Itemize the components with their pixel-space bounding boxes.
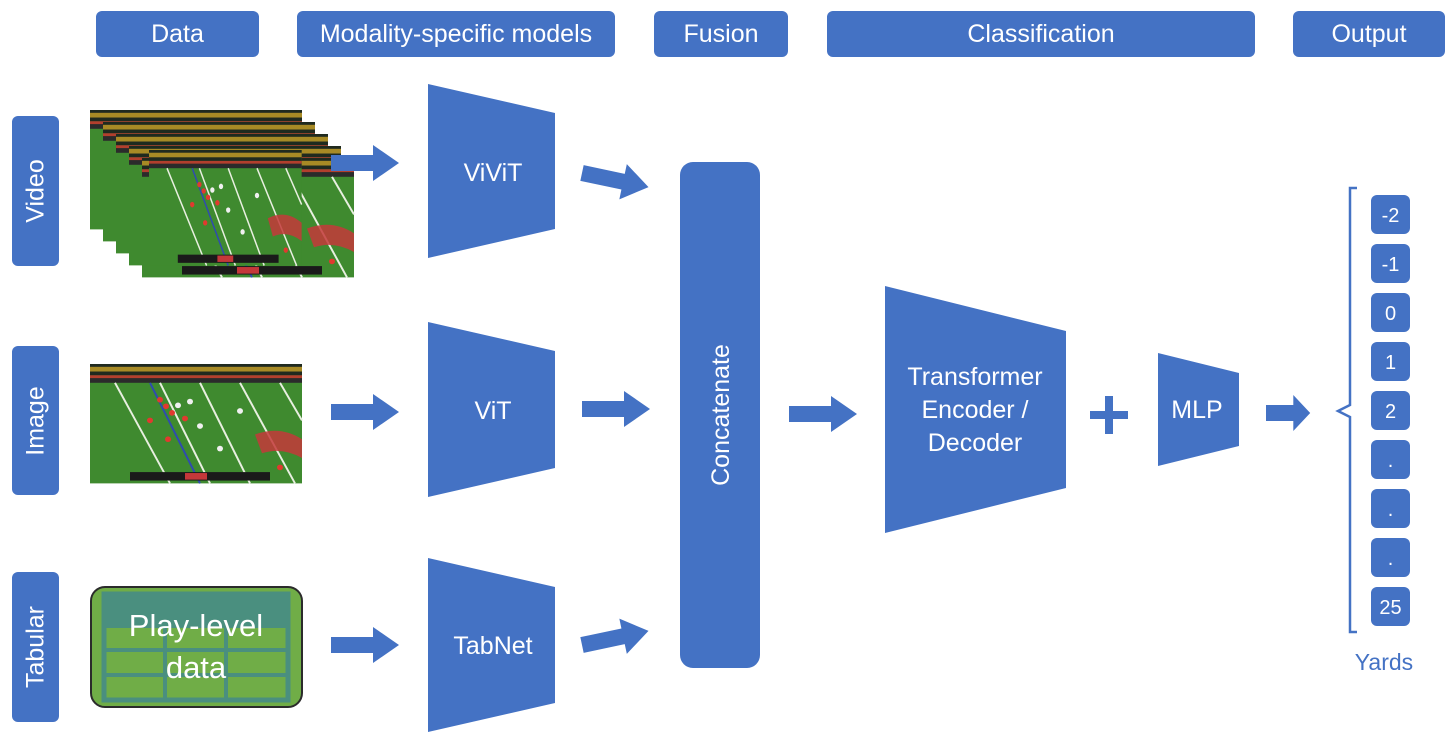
- transformer-block: [885, 286, 1066, 533]
- output-class-label: 25: [1379, 597, 1401, 619]
- transformer-label-line2: Encoder /: [921, 396, 1028, 424]
- tabular-data-table: Play-level data: [90, 586, 303, 708]
- arrow-vivit-to-fusion: [578, 155, 653, 205]
- output-class-label: -2: [1382, 205, 1400, 227]
- output-class-label: 2: [1385, 401, 1396, 423]
- vivit-label: ViViT: [464, 159, 523, 187]
- arrow-fusion-to-transformer: [789, 396, 857, 432]
- header-fusion: Fusion: [654, 11, 788, 57]
- tabular-data-line1: Play-level: [129, 608, 263, 643]
- mlp-block: [1158, 353, 1239, 466]
- row-label-tabular: Tabular: [12, 572, 59, 722]
- output-class-label: .: [1388, 499, 1394, 521]
- output-class-box: [1371, 587, 1410, 626]
- arrow-tabnet-to-fusion: [578, 613, 653, 663]
- tabular-data-line2: data: [166, 650, 227, 685]
- output-class-box: [1371, 195, 1410, 234]
- transformer-label-line1: Transformer: [907, 363, 1042, 391]
- output-class-box: [1371, 489, 1410, 528]
- output-class-label: 0: [1385, 303, 1396, 325]
- arrow-image-to-vit: [331, 394, 399, 430]
- header-classification: Classification: [827, 11, 1255, 57]
- header-data: Data: [96, 11, 259, 57]
- row-label-video: Video: [12, 116, 59, 266]
- output-brace: [1335, 186, 1357, 634]
- concatenate-label: Concatenate: [707, 344, 735, 486]
- output-class-box: [1371, 391, 1410, 430]
- row-label-image: Image: [12, 346, 59, 495]
- arrow-vit-to-fusion: [582, 391, 650, 427]
- mlp-label: MLP: [1171, 396, 1222, 424]
- header-output: Output: [1293, 11, 1445, 57]
- output-class-box: [1371, 342, 1410, 381]
- vit-block: [428, 322, 555, 497]
- output-class-list: -2 -1 0 1 2... 25: [1371, 195, 1410, 626]
- output-class-label: .: [1388, 450, 1394, 472]
- video-frame-front: [148, 149, 303, 267]
- vivit-block: [428, 84, 555, 258]
- output-class-box: [1371, 293, 1410, 332]
- output-class-label: -1: [1382, 254, 1400, 276]
- output-class-box: [1371, 440, 1410, 479]
- header-modality-models: Modality-specific models: [297, 11, 615, 57]
- transformer-label-line3: Decoder: [928, 429, 1023, 457]
- tabnet-label: TabNet: [453, 632, 532, 660]
- concatenate-block: [680, 162, 760, 668]
- vit-label: ViT: [474, 397, 511, 425]
- tabnet-block: [428, 558, 555, 732]
- output-class-box: [1371, 538, 1410, 577]
- output-class-label: 1: [1385, 352, 1396, 374]
- output-class-box: [1371, 244, 1410, 283]
- arrow-mlp-to-output: [1266, 395, 1311, 431]
- arrow-tabular-to-tabnet: [331, 627, 399, 663]
- plus-icon: [1090, 396, 1128, 434]
- output-unit-label: Yards: [1355, 649, 1413, 675]
- image-frame: [89, 363, 303, 485]
- output-class-label: .: [1388, 548, 1394, 570]
